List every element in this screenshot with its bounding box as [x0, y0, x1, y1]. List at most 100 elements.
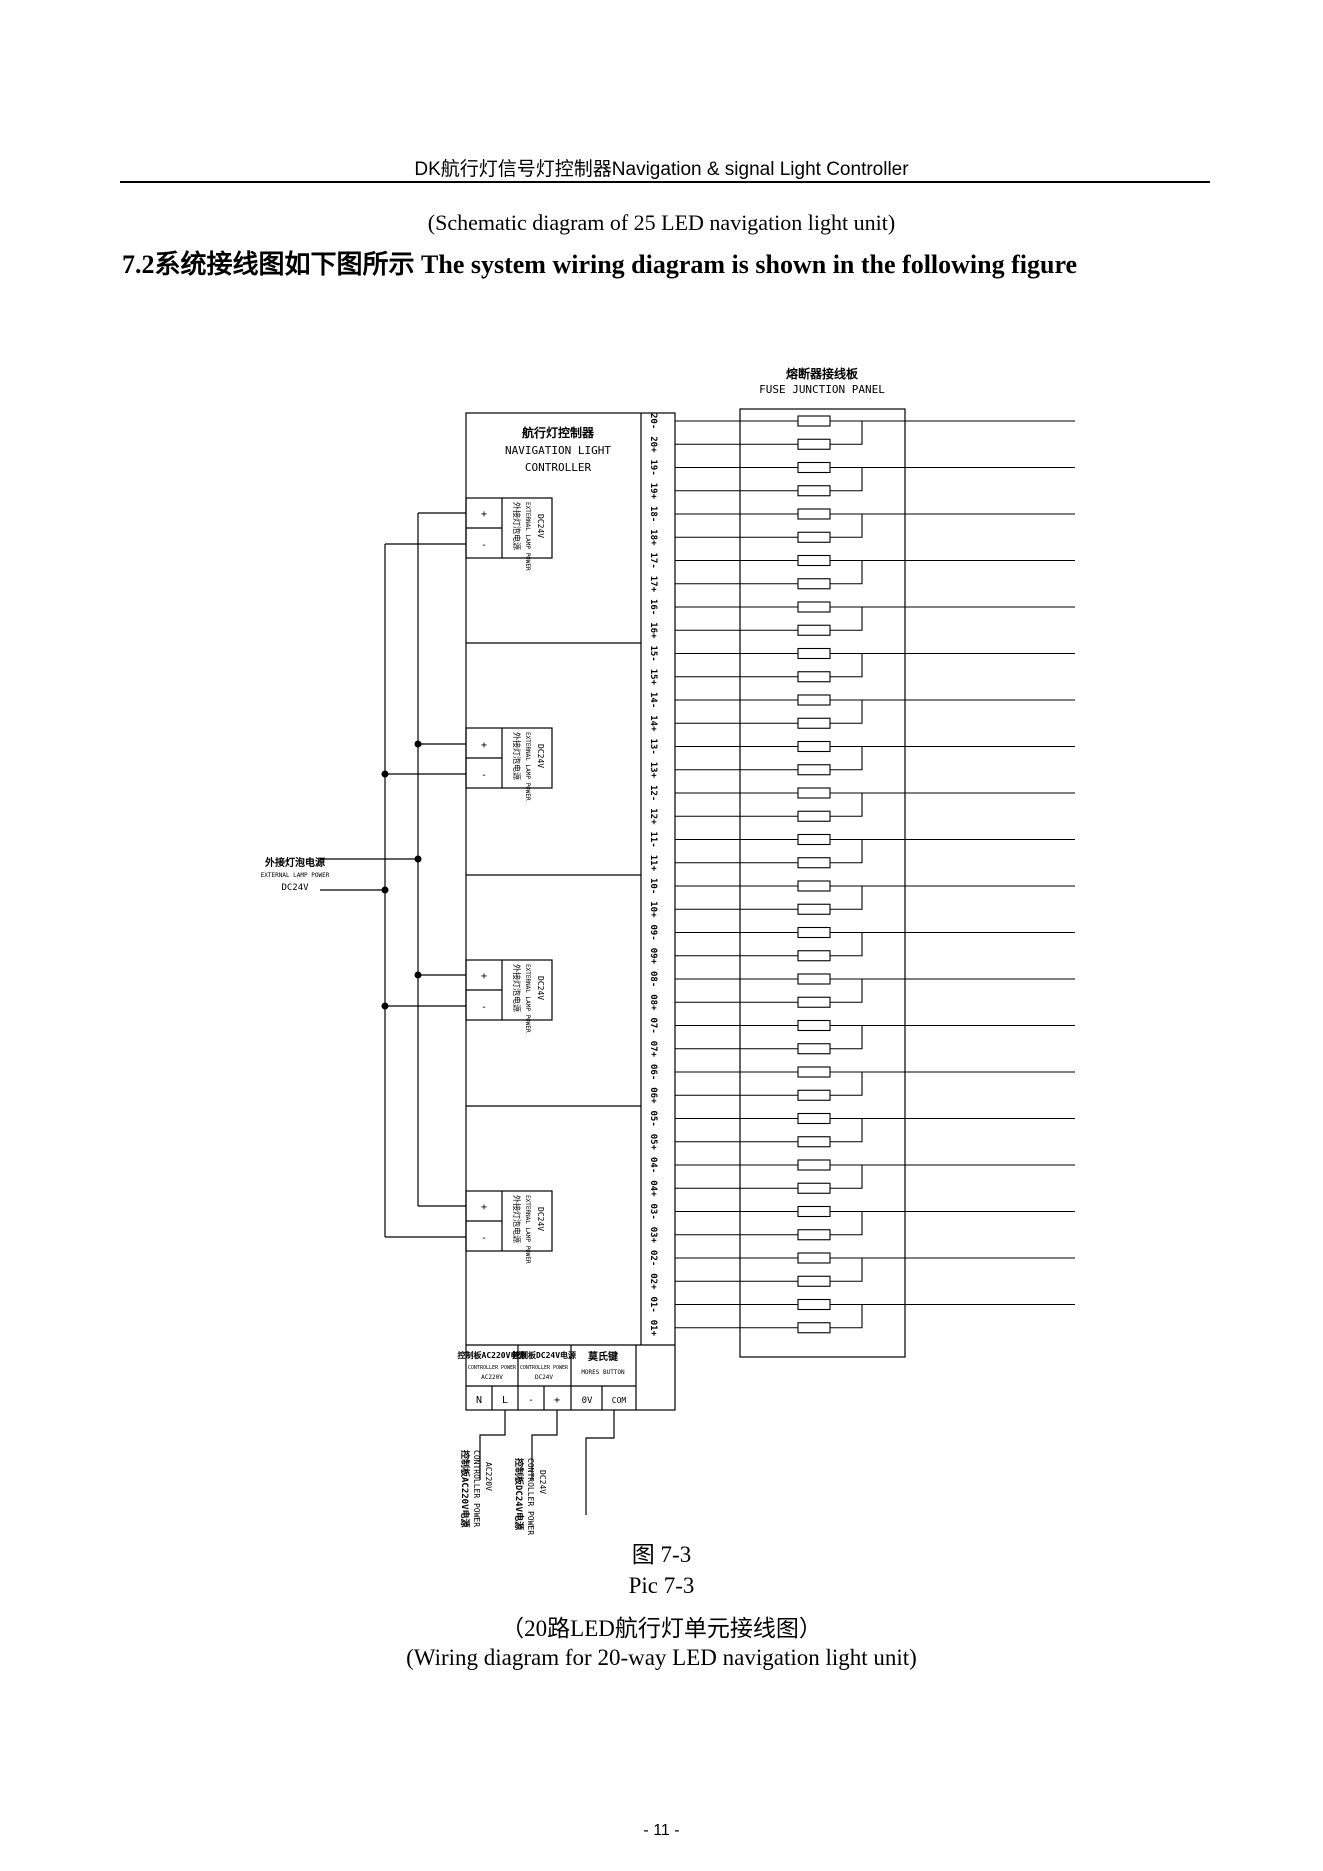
block-voltage: DC24V — [536, 1207, 545, 1231]
fuse — [797, 1043, 831, 1055]
terminal-label: 12+ — [648, 808, 658, 825]
bottom-block-label-cn: 控制板AC220V电源 — [458, 1350, 527, 1360]
block-label-en: EXTERNAL LAMP POWER — [524, 732, 531, 801]
fuse — [797, 1298, 831, 1311]
svg-text:控制板AC220V电源: 控制板AC220V电源 — [459, 1450, 471, 1528]
fuse — [797, 1159, 831, 1171]
block-voltage: DC24V — [536, 514, 545, 538]
terminal-label: 16- — [648, 599, 658, 615]
pair-link — [830, 886, 863, 910]
terminal-label: 13+ — [648, 762, 658, 779]
terminal-label: 10+ — [648, 901, 658, 918]
ext-power-block-4 — [465, 1190, 553, 1252]
block-label-cn: 外接灯泡电源 — [512, 964, 522, 1012]
ext-power-block-1-text: + - 外接灯泡电源 EXTERNAL LAMP POWER DC24V — [481, 502, 545, 571]
fuse — [797, 810, 831, 822]
fuse — [797, 1066, 831, 1078]
terminal-label: 17+ — [648, 576, 658, 593]
ext-power-block-4-text: + - 外接灯泡电源 EXTERNAL LAMP POWER DC24V — [481, 1195, 545, 1264]
minus-label: - — [481, 770, 487, 781]
block-label-cn: 外接灯泡电源 — [512, 732, 522, 780]
minus-label: - — [481, 540, 487, 551]
bottom-block-voltage: AC220V — [481, 1374, 503, 1381]
terminal-label: 05- — [648, 1111, 658, 1127]
fuse — [797, 1089, 831, 1101]
terminal-label: 18+ — [648, 529, 658, 546]
fuse — [797, 671, 831, 683]
terminal-label: 18- — [648, 506, 658, 522]
header-rule — [120, 181, 1210, 183]
pin-minus: - — [528, 1395, 534, 1406]
fuse — [797, 1205, 831, 1218]
terminal-label: 17- — [648, 553, 658, 569]
fuse — [797, 973, 831, 985]
wiring-diagram: 20-20+19-19+18-18+17-17+16-16+15-15+14-1… — [261, 366, 1075, 1535]
ext-power-block-3-text: + - 外接灯泡电源 EXTERNAL LAMP POWER DC24V — [481, 964, 545, 1033]
figure-caption-desc-cn: （20路LED航行灯单元接线图） — [501, 1616, 822, 1641]
fuse — [797, 1112, 831, 1125]
terminal-label: 03- — [648, 1204, 658, 1220]
bottom-block-label-cn: 莫氏键 — [587, 1350, 619, 1363]
terminal-label: 04- — [648, 1157, 658, 1173]
pair-link — [830, 979, 863, 1003]
pair-link — [830, 1258, 863, 1282]
fuse — [797, 578, 831, 590]
plus-label: + — [481, 971, 487, 982]
terminal-label: 09- — [648, 925, 658, 941]
fuse — [797, 508, 831, 520]
svg-text:CONTROLLER POWER: CONTROLLER POWER — [472, 1450, 481, 1527]
terminal-labels: 20-20+19-19+18-18+17-17+16-16+15-15+14-1… — [648, 413, 658, 1337]
block-voltage: DC24V — [536, 976, 545, 1000]
figure-caption-en: Pic 7-3 — [628, 1573, 695, 1598]
terminal-label: 08- — [648, 971, 658, 987]
terminal-label: 01- — [648, 1297, 658, 1313]
ext-supply-label-cn: 外接灯泡电源 — [264, 856, 325, 869]
terminal-label: 12- — [648, 785, 658, 801]
controller-label-en-1: NAVIGATION LIGHT — [505, 444, 611, 457]
terminal-label: 01+ — [648, 1320, 658, 1337]
previous-figure-caption: (Schematic diagram of 25 LED navigation … — [427, 210, 896, 235]
pair-link — [830, 1025, 863, 1050]
bottom-block-label-cn: 控制板DC24V电源 — [512, 1350, 576, 1360]
fuse — [797, 950, 831, 962]
plus-label: + — [481, 740, 487, 751]
terminal-label: 06+ — [648, 1087, 658, 1104]
terminal-label: 08+ — [648, 994, 658, 1011]
plus-label: + — [481, 1202, 487, 1213]
fuse — [797, 1275, 831, 1287]
fuse — [797, 485, 831, 497]
fuse — [797, 1182, 831, 1194]
terminal-label: 02- — [648, 1250, 658, 1266]
ext-power-block-1 — [465, 497, 553, 559]
fuse — [797, 1252, 831, 1264]
pair-link — [830, 746, 863, 771]
block-label-cn: 外接灯泡电源 — [512, 502, 522, 550]
terminal-label: 19- — [648, 460, 658, 476]
figure-caption-cn: 图 7-3 — [631, 1542, 692, 1567]
fuse — [797, 438, 831, 450]
fuse — [797, 1019, 831, 1032]
bottom-block-voltage: DC24V — [535, 1374, 553, 1381]
minus-label: - — [481, 1233, 487, 1244]
pair-link — [830, 700, 863, 724]
section-number: 7.2 — [122, 250, 155, 279]
fuse — [797, 787, 831, 799]
pair-link — [830, 1304, 863, 1329]
bottom-block-label-en: CONTROLLER POWER — [520, 1365, 569, 1371]
terminal-label: 20- — [648, 413, 658, 429]
bus-junction-dots — [381, 740, 422, 1010]
fuse — [797, 880, 831, 892]
terminal-label: 06- — [648, 1064, 658, 1080]
page-number: - 11 - — [643, 1822, 680, 1839]
figure-caption-desc-en: (Wiring diagram for 20-way LED navigatio… — [406, 1645, 917, 1670]
fuse — [797, 764, 831, 776]
pair-link — [830, 1165, 863, 1189]
ext-supply-label-en: EXTERNAL LAMP POWER — [261, 872, 330, 879]
fuse — [797, 857, 831, 869]
pin-0v: 0V — [582, 1396, 593, 1406]
controller-label-en-2: CONTROLLER — [525, 461, 592, 474]
fuse — [797, 1322, 831, 1334]
pin-com: COM — [612, 1396, 627, 1405]
fuse — [797, 903, 831, 915]
svg-text:AC220V: AC220V — [484, 1462, 493, 1491]
